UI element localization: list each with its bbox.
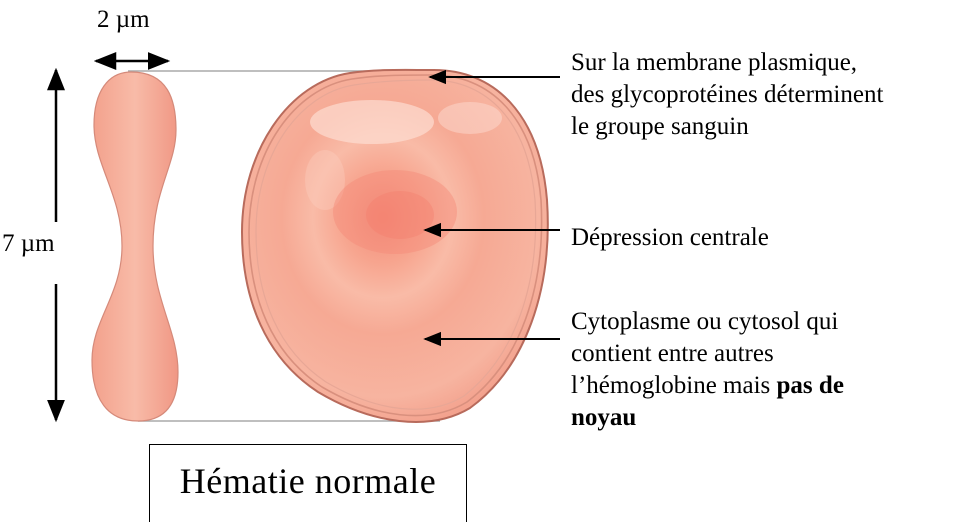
membrane-annotation-line: le groupe sanguin — [571, 111, 883, 143]
cell-side-view — [92, 72, 178, 421]
depression-annotation: Dépression centrale — [571, 222, 769, 254]
cytoplasm-text-normal: l’hémoglobine mais — [571, 372, 777, 399]
height-label: 7 µm — [2, 228, 55, 260]
caption-title: Hématie normale — [150, 461, 466, 501]
cytoplasm-text-bold: noyau — [571, 404, 636, 431]
cell-face-view — [242, 70, 548, 422]
cytoplasm-text-bold: pas de — [777, 372, 844, 399]
membrane-annotation: Sur la membrane plasmique, des glycoprot… — [571, 47, 883, 143]
cytoplasm-annotation-line: l’hémoglobine mais pas de — [571, 370, 844, 402]
caption-box: Hématie normale — [149, 444, 467, 522]
cytoplasm-annotation: Cytoplasme ou cytosol qui contient entre… — [571, 306, 844, 434]
cytoplasm-annotation-line: noyau — [571, 402, 844, 434]
cytoplasm-annotation-line: contient entre autres — [571, 338, 844, 370]
width-label: 2 µm — [97, 4, 150, 36]
membrane-annotation-line: des glycoprotéines déterminent — [571, 79, 883, 111]
membrane-annotation-line: Sur la membrane plasmique, — [571, 47, 883, 79]
cytoplasm-annotation-line: Cytoplasme ou cytosol qui — [571, 306, 844, 338]
